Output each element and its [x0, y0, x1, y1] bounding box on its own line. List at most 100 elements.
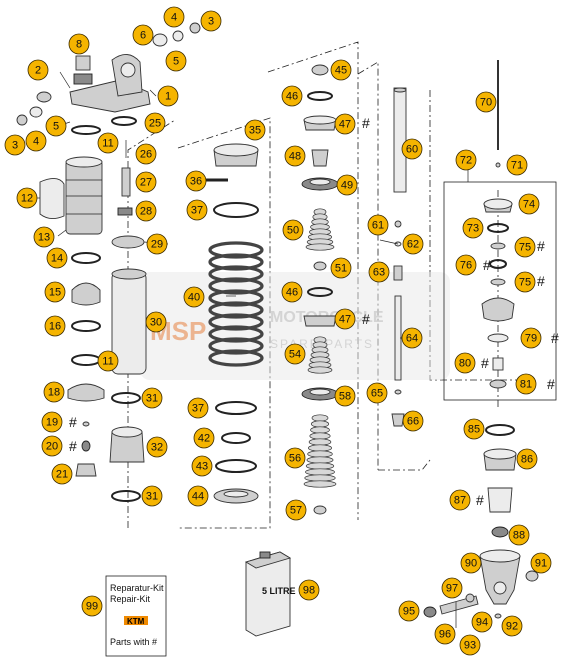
callout-66: 66	[402, 410, 424, 432]
callout-47: 47	[334, 113, 356, 135]
part-75-top	[490, 242, 506, 250]
kit-line2: Repair-Kit	[110, 594, 151, 604]
callout-number: 48	[289, 151, 301, 163]
callout-48: 48	[284, 145, 306, 167]
callout-number: 46	[286, 91, 298, 103]
part-2	[36, 91, 52, 103]
callout-number: 37	[191, 205, 203, 217]
callout-13: 13	[33, 226, 55, 248]
callout-86: 86	[516, 448, 538, 470]
callout-number: 94	[476, 617, 488, 629]
callout-number: 65	[371, 388, 383, 400]
part-3-top	[189, 22, 201, 34]
part-37-low	[215, 401, 257, 415]
callout-28: 28	[135, 200, 157, 222]
callout-number: 2	[35, 65, 41, 77]
callout-number: 5	[173, 56, 179, 68]
callout-number: 45	[335, 65, 347, 77]
callout-46: 46	[281, 281, 303, 303]
callout-64: 64	[401, 327, 423, 349]
callout-number: 90	[465, 558, 477, 570]
callout-36: 36	[185, 170, 207, 192]
clevis-bore	[120, 62, 136, 78]
part-95	[423, 606, 437, 618]
callout-number: 30	[150, 317, 162, 329]
kit-line1: Reparatur-Kit	[110, 583, 164, 593]
callout-number: 47	[339, 314, 351, 326]
callout-number: 76	[460, 260, 472, 272]
callout-number: 97	[446, 583, 458, 595]
callout-11: 11	[97, 350, 119, 372]
callout-number: 5	[53, 121, 59, 133]
part-11-top	[71, 125, 101, 135]
callout-1: 1	[157, 85, 179, 107]
callout-61: 61	[367, 214, 389, 236]
callout-4: 4	[25, 130, 47, 152]
part-kit-piston	[481, 297, 515, 322]
callout-43: 43	[191, 455, 213, 477]
callout-57: 57	[285, 499, 307, 521]
callout-number: 15	[49, 287, 61, 299]
callout-93: 93	[459, 634, 481, 656]
callout-number: 79	[525, 333, 537, 345]
callout-94: 94	[471, 611, 493, 633]
callout-97: 97	[441, 577, 463, 599]
callout-21: 21	[51, 463, 73, 485]
callout-37: 37	[187, 397, 209, 419]
callout-95: 95	[398, 600, 420, 622]
callout-99: 99	[81, 595, 103, 617]
part-18	[67, 383, 105, 402]
part-4-left	[29, 106, 43, 118]
callout-5: 5	[45, 115, 67, 137]
hash-mark: #	[483, 257, 491, 273]
callout-number: 70	[480, 97, 492, 109]
callout-number: 81	[520, 379, 532, 391]
part-81	[489, 379, 507, 389]
part-54	[307, 336, 333, 374]
part-46-top	[307, 91, 333, 101]
callout-11: 11	[97, 132, 119, 154]
callout-number: 42	[198, 433, 210, 445]
callout-81: 81	[515, 373, 537, 395]
callout-70: 70	[475, 91, 497, 113]
callout-88: 88	[508, 524, 530, 546]
callout-73: 73	[462, 217, 484, 239]
part-92	[494, 613, 502, 619]
part-71	[495, 162, 501, 168]
callout-31: 31	[141, 485, 163, 507]
callout-number: 92	[506, 621, 518, 633]
callout-number: 4	[171, 12, 177, 24]
callout-number: 31	[146, 393, 158, 405]
oil-can-label: 5 LITRE	[262, 586, 296, 596]
callout-number: 3	[12, 140, 18, 152]
callout-74: 74	[518, 193, 540, 215]
part-25	[111, 116, 137, 126]
callout-20: 20	[41, 435, 63, 457]
callout-35: 35	[244, 119, 266, 141]
callout-number: 71	[511, 160, 523, 172]
callout-number: 99	[86, 601, 98, 613]
callout-number: 18	[48, 387, 60, 399]
callout-number: 20	[46, 441, 58, 453]
callout-number: 26	[140, 149, 152, 161]
part-56	[303, 414, 337, 488]
callout-3: 3	[4, 134, 26, 156]
callout-number: 98	[303, 585, 315, 597]
callout-number: 16	[49, 321, 61, 333]
part-20	[81, 440, 91, 452]
callout-number: 73	[467, 223, 479, 235]
callout-58: 58	[334, 385, 356, 407]
part-12	[39, 178, 65, 219]
callout-92: 92	[501, 615, 523, 637]
callout-37: 37	[186, 199, 208, 221]
hash-mark: #	[537, 238, 545, 254]
callout-46: 46	[281, 85, 303, 107]
callout-76: 76	[455, 254, 477, 276]
callout-number: 51	[335, 263, 347, 275]
callout-number: 80	[459, 358, 471, 370]
repair-kit-box: Reparatur-Kit Repair-Kit KTM Parts with …	[105, 575, 167, 657]
part-28	[117, 207, 133, 216]
part-45	[311, 64, 329, 76]
callout-75: 75	[514, 271, 536, 293]
